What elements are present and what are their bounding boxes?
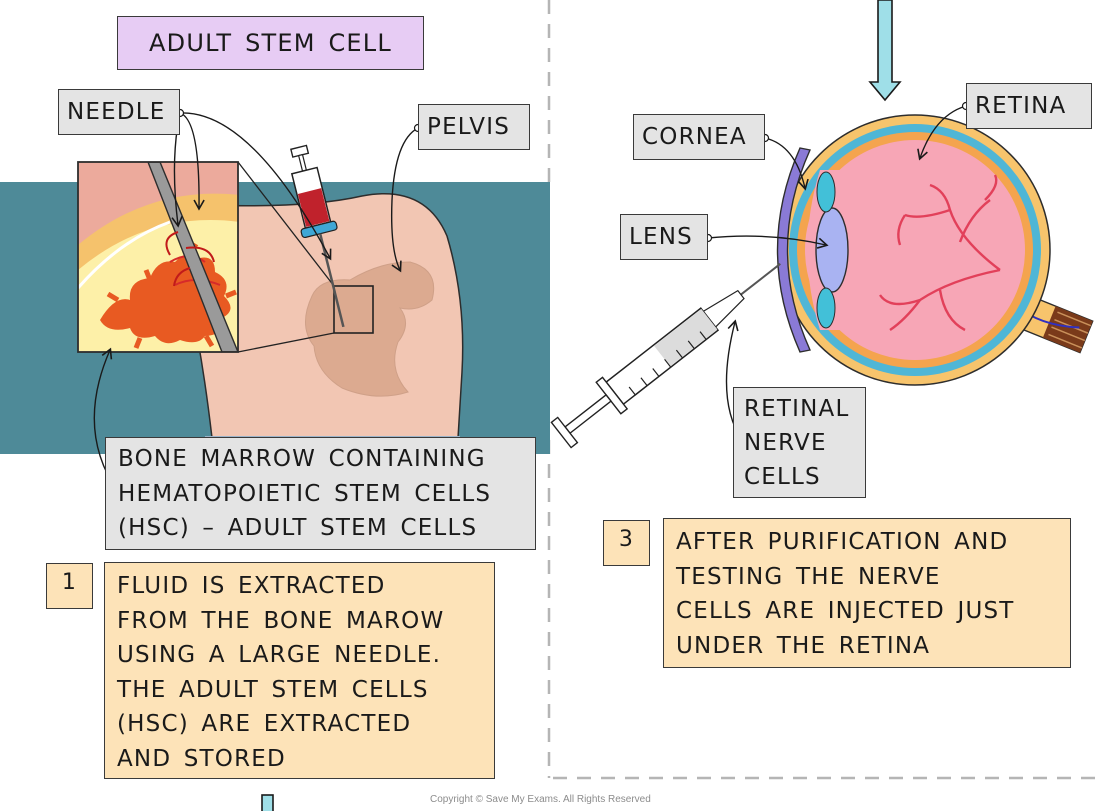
needle-label: NEEDLE [58, 89, 180, 135]
lens-label: LENS [620, 214, 708, 260]
zoom-line-top [237, 161, 335, 287]
diagram-title: ADULT STEM CELL [117, 16, 424, 70]
needle-pointer-2 [179, 112, 332, 261]
arrow-down-icon-bottom [261, 794, 274, 811]
step-1-text: FLUID IS EXTRACTED FROM THE BONE MAROW U… [104, 562, 495, 779]
cornea-shape [776, 147, 811, 353]
step-3-text: AFTER PURIFICATION AND TESTING THE NERVE… [663, 518, 1071, 668]
bone-marrow-label: BONE MARROW CONTAINING HEMATOPOIETIC STE… [105, 437, 536, 550]
step-3-number: 3 [603, 520, 650, 566]
pelvis-bone [305, 261, 435, 397]
pelvis-label: PELVIS [418, 104, 530, 150]
bone-marrow-inset [77, 161, 239, 353]
copyright-notice: Copyright © Save My Exams. All Rights Re… [430, 794, 651, 805]
step-1-number: 1 [46, 563, 93, 609]
cornea-pointer [764, 137, 809, 191]
retinal-nerve-cells-label: RETINAL NERVE CELLS [733, 387, 866, 498]
lens-shape [815, 207, 849, 293]
retina-blood-vessels [879, 174, 1001, 332]
retina-label: RETINA [966, 83, 1092, 129]
inset-frame [77, 161, 239, 353]
eye-illustration [776, 114, 1094, 386]
cornea-label: CORNEA [633, 114, 765, 160]
syringe-right [550, 263, 781, 449]
magnified-region-box [333, 285, 374, 334]
arrow-down-icon [868, 0, 902, 102]
retina-pointer [917, 105, 967, 161]
needle-pointer-1 [179, 112, 205, 211]
lens-pointer [707, 235, 829, 249]
zoom-line-bottom [237, 332, 335, 353]
pelvis-pointer [391, 127, 419, 273]
